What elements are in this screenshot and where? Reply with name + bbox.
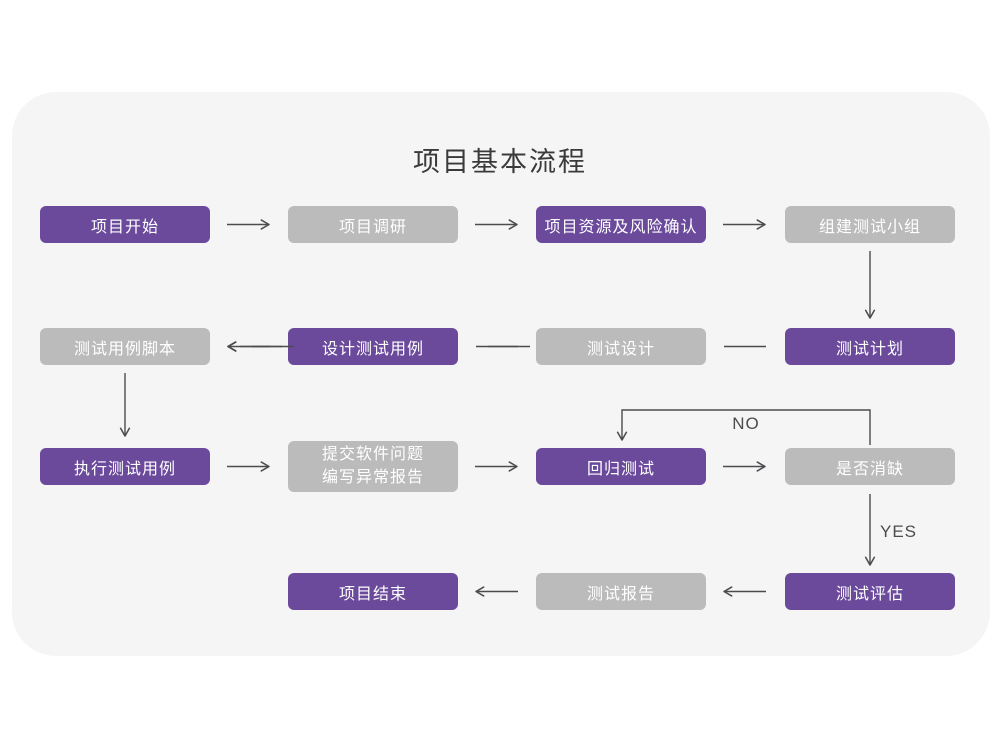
flow-node-defect-cleared-check: 是否消缺 [785, 448, 955, 485]
flow-node-test-evaluation: 测试评估 [785, 573, 955, 610]
node-label: 测试计划 [835, 340, 904, 358]
node-label: 设计测试用例 [321, 340, 424, 358]
flow-node-build-test-team: 组建测试小组 [785, 206, 955, 243]
flow-node-test-report: 测试报告 [536, 573, 706, 610]
flow-node-test-case-script: 测试用例脚本 [40, 328, 210, 365]
node-label-line1: 提交软件问题 [321, 446, 424, 464]
node-label: 项目调研 [338, 218, 407, 236]
node-label: 项目结束 [338, 585, 407, 603]
flow-node-execute-test-case: 执行测试用例 [40, 448, 210, 485]
branch-label-yes: YES [880, 522, 918, 541]
branch-label-no: NO [732, 414, 760, 433]
node-label: 执行测试用例 [73, 460, 176, 478]
flowchart-card [12, 92, 990, 656]
node-label: 测试报告 [586, 585, 655, 603]
flow-node-project-end: 项目结束 [288, 573, 458, 610]
node-label: 项目开始 [90, 218, 159, 236]
flow-node-submit-issue-report: 提交软件问题 编写异常报告 [288, 441, 458, 492]
node-label: 是否消缺 [835, 460, 904, 478]
flow-node-design-test-case: 设计测试用例 [288, 328, 458, 365]
flow-node-test-plan: 测试计划 [785, 328, 955, 365]
node-label: 测试用例脚本 [73, 340, 176, 358]
flow-node-test-design: 测试设计 [536, 328, 706, 365]
node-label: 组建测试小组 [818, 218, 921, 236]
node-label: 项目资源及风险确认 [544, 218, 698, 236]
node-label: 测试设计 [586, 340, 655, 358]
node-label: 回归测试 [586, 460, 655, 478]
page-title: 项目基本流程 [413, 147, 587, 177]
flow-node-regression-test: 回归测试 [536, 448, 706, 485]
flow-node-project-research: 项目调研 [288, 206, 458, 243]
node-label: 测试评估 [835, 585, 904, 603]
flow-node-project-start: 项目开始 [40, 206, 210, 243]
flow-node-resource-risk-confirm: 项目资源及风险确认 [536, 206, 706, 243]
node-label-line2: 编写异常报告 [321, 468, 424, 486]
